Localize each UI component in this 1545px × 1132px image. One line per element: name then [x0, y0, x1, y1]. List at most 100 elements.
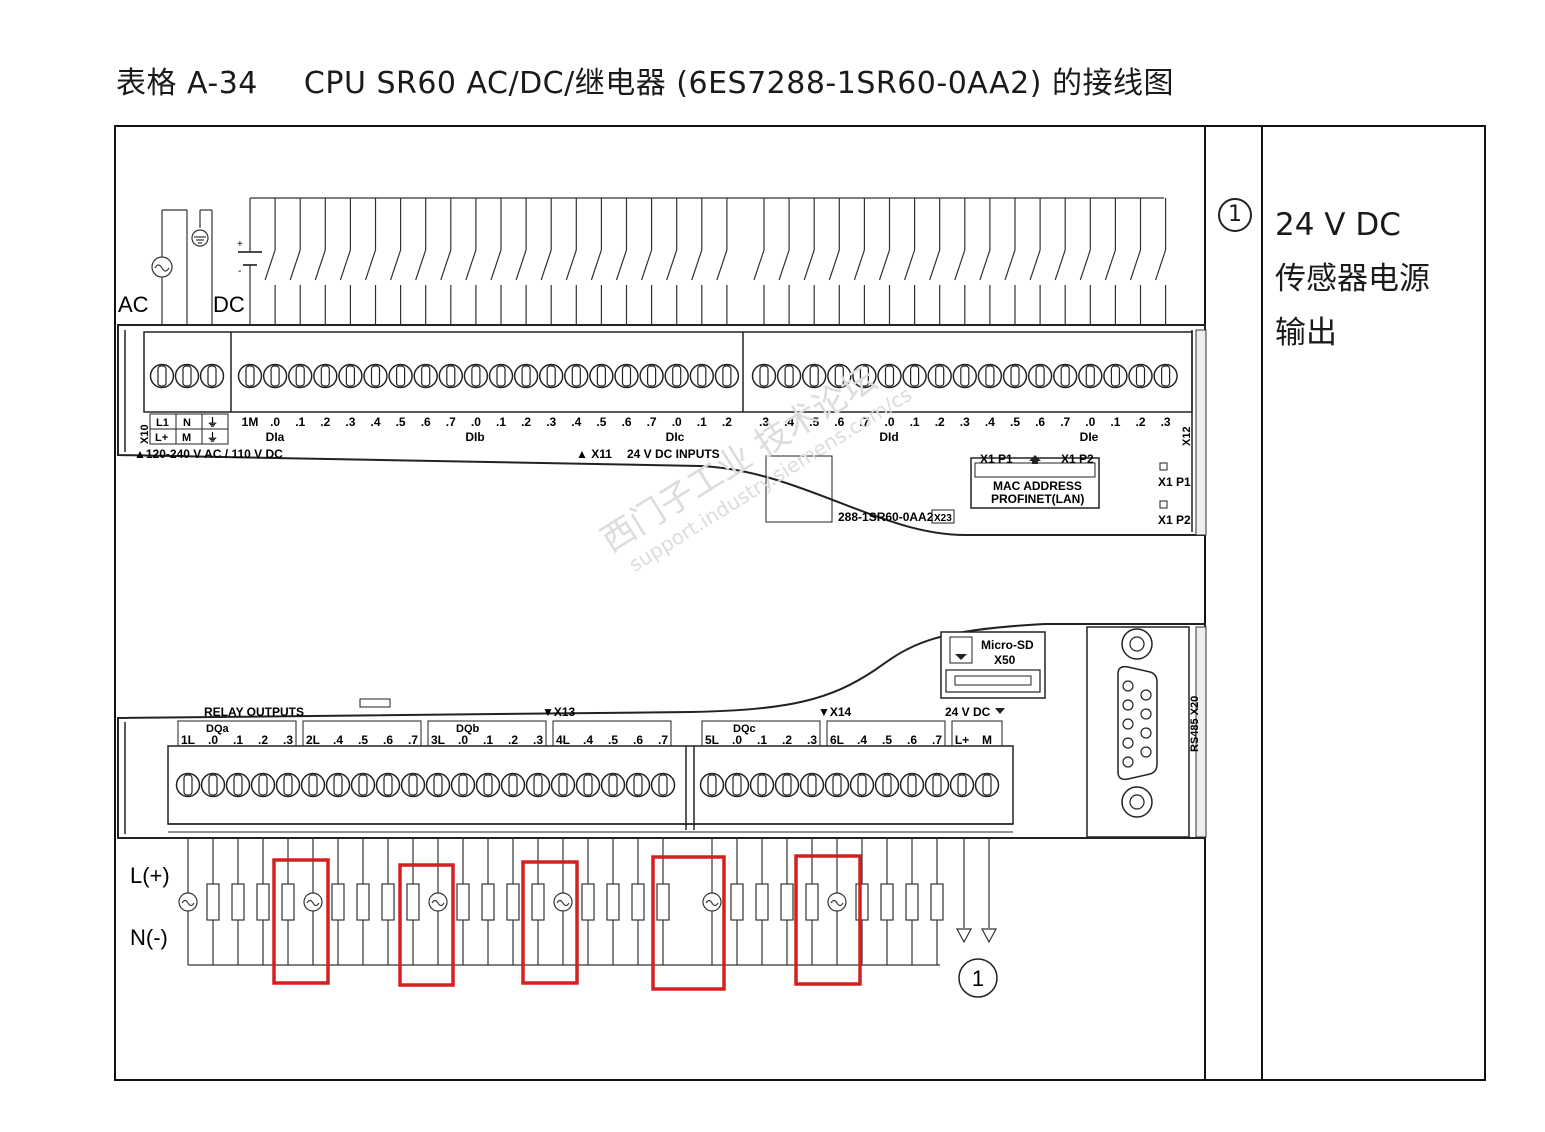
input-terminal-label: .4 — [784, 415, 794, 429]
terminal-screw — [225, 772, 251, 798]
ac-source-icon — [154, 264, 170, 272]
input-terminal-label: 1M — [242, 415, 259, 429]
input-terminal-label: .5 — [396, 415, 406, 429]
terminal-screw — [824, 772, 850, 798]
input-group-label: DIe — [1080, 430, 1099, 444]
output-terminal-label: .2 — [508, 733, 518, 747]
terminal-screw — [149, 363, 175, 389]
terminal-screw — [1078, 363, 1103, 389]
input-terminal-label: .3 — [960, 415, 970, 429]
legend-number: 1 — [1218, 198, 1252, 232]
terminal-screw — [625, 772, 651, 798]
arrow-up-icon — [1029, 455, 1041, 464]
output-terminal-label: .6 — [633, 733, 643, 747]
figure-title: CPU SR60 AC/DC/继电器 (6ES7288-1SR60-0AA2) … — [303, 66, 1175, 101]
terminal-screw — [575, 772, 601, 798]
terminal-screw — [774, 772, 800, 798]
terminal-screw — [388, 363, 413, 389]
input-terminal-label: .7 — [859, 415, 869, 429]
dc-plus: + — [237, 239, 243, 250]
input-group-label: DIb — [465, 430, 484, 444]
terminal-screw — [463, 363, 489, 389]
power-term-m: M — [182, 432, 191, 444]
rs485-port[interactable] — [1117, 628, 1158, 818]
power-term-n: N — [183, 417, 191, 429]
terminal-screw — [488, 363, 514, 389]
input-terminal-label: .3 — [345, 415, 355, 429]
port-p1-side: X1 P1 — [1158, 475, 1191, 489]
dqa-label: DQa — [206, 723, 230, 735]
output-terminal-label: .6 — [383, 733, 393, 747]
output-terminal-label: .3 — [533, 733, 543, 747]
input-switches — [264, 198, 1167, 325]
terminal-screw — [724, 772, 750, 798]
terminal-screw — [924, 772, 950, 798]
terminal-screw — [538, 363, 564, 389]
output-terminal-label: .0 — [208, 733, 218, 747]
input-terminal-label: .2 — [1135, 415, 1145, 429]
port-box-p2: X1 P2 — [1061, 452, 1094, 466]
power-terminal-block: L1 N ⏚ L+ M ⏚ — [149, 413, 229, 445]
dqb-label: DQb — [456, 723, 480, 735]
terminal-screw — [776, 363, 802, 389]
output-terminal-label: 4L — [556, 733, 570, 747]
input-terminal-label: .2 — [722, 415, 732, 429]
terminal-screw — [827, 363, 852, 389]
terminal-screw — [300, 772, 326, 798]
highlight-box — [794, 854, 862, 986]
output-terminal-label: .1 — [233, 733, 243, 747]
n-minus-label: N(-) — [130, 925, 168, 950]
output-terminal-label: .2 — [782, 733, 792, 747]
terminal-screw — [877, 363, 902, 389]
output-terminal-label: 2L — [306, 733, 320, 747]
inputs-label: 24 V DC INPUTS — [627, 447, 720, 461]
highlight-box — [398, 863, 455, 987]
dc24-label: 24 V DC — [945, 705, 991, 719]
terminal-screw — [438, 363, 464, 389]
terminal-screw — [1027, 363, 1053, 389]
terminal-screw — [650, 772, 676, 798]
input-terminal-label: .6 — [621, 415, 631, 429]
highlight-boxes — [272, 854, 862, 991]
input-terminal-label: .7 — [1060, 415, 1070, 429]
port-p2-side: X1 P2 — [1158, 513, 1191, 527]
input-terminal-label: .3 — [546, 415, 556, 429]
input-terminal-label: .2 — [320, 415, 330, 429]
power-spec-label: ▲120-240 V AC / 110 V DC — [134, 447, 283, 461]
power-term-lplus: L+ — [155, 432, 168, 444]
x12-label: X12 — [1181, 426, 1193, 446]
relay-outputs-label: RELAY OUTPUTS — [204, 705, 304, 719]
output-terminal-label: L+ — [955, 733, 969, 747]
terminal-screw — [899, 772, 925, 798]
callout-number: 1 — [972, 966, 984, 991]
output-wiring — [178, 838, 998, 966]
input-terminal-label: .5 — [596, 415, 606, 429]
terminal-screw — [564, 363, 589, 389]
output-terminal-label: .0 — [732, 733, 742, 747]
power-term-ground: ⏚ — [207, 416, 218, 429]
terminal-screw — [1052, 363, 1078, 389]
terminal-screw — [849, 772, 875, 798]
terminal-screw — [749, 772, 775, 798]
output-terminal-label: .2 — [258, 733, 268, 747]
power-term-l1: L1 — [156, 417, 169, 429]
input-terminal-label: .1 — [910, 415, 920, 429]
terminal-screw — [400, 772, 426, 798]
terminal-screw — [350, 772, 376, 798]
output-terminal-label: .7 — [932, 733, 942, 747]
input-group-label: DIc — [666, 430, 685, 444]
dqc-label: DQc — [733, 723, 756, 735]
highlight-box — [521, 860, 579, 985]
output-terminal-label: .1 — [757, 733, 767, 747]
terminal-screw — [974, 772, 1000, 798]
terminal-screw — [262, 363, 288, 389]
microsd-slot: Micro-SD X50 — [940, 631, 1046, 699]
output-terminal-label: .3 — [283, 733, 293, 747]
top-module: 1M.0.1.2.3.4.5.6.7.0.1.2.3.4.5.6.7.0.1.2… — [117, 324, 1207, 536]
input-terminal-label: .0 — [471, 415, 481, 429]
terminal-screw — [927, 363, 952, 389]
x50-label: X50 — [994, 653, 1016, 667]
output-terminal-label: 1L — [181, 733, 195, 747]
input-terminal-label: .6 — [421, 415, 431, 429]
